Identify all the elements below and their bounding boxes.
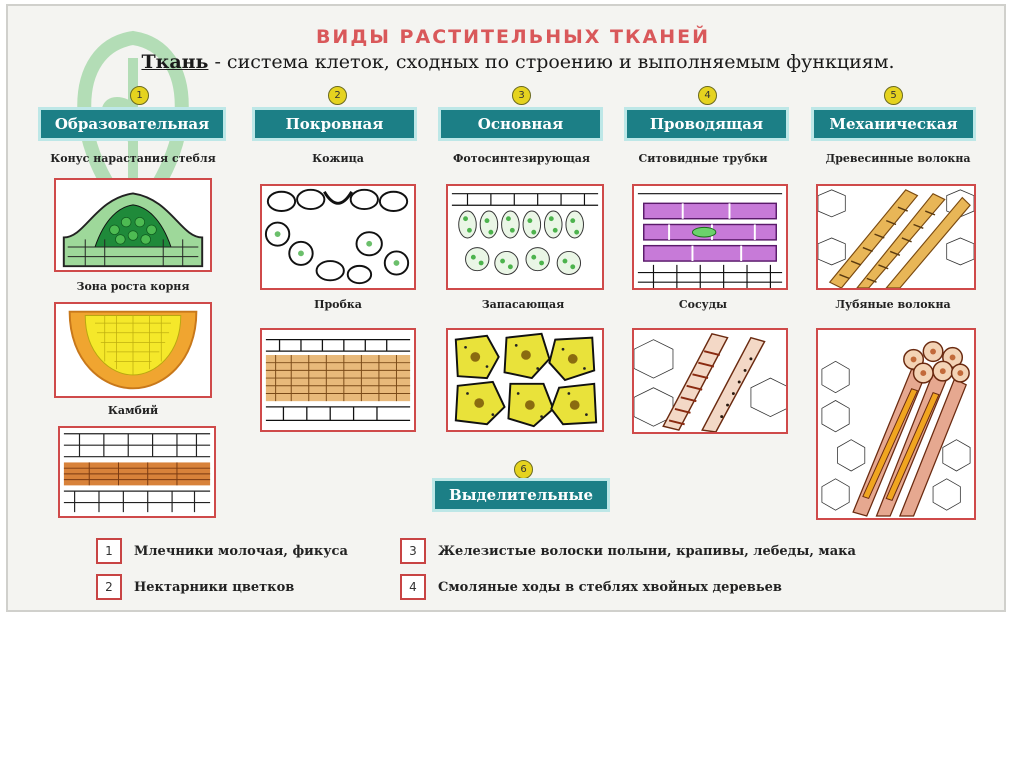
- category-number-badge: 2: [328, 86, 347, 105]
- definition-text: - система клеток, сходных по строению и …: [208, 51, 894, 73]
- cork-illustration: [260, 328, 416, 432]
- category-covering: Покровная: [252, 107, 417, 141]
- category-conducting: Проводящая: [624, 107, 789, 141]
- category-number-badge: 5: [884, 86, 903, 105]
- label-stem-cone: Конус нарастания стебля: [28, 152, 238, 165]
- label-wood-fibers: Древесинные волокна: [798, 152, 998, 165]
- bast-fibers-illustration: [816, 328, 976, 520]
- label-storage: Запасающая: [448, 298, 598, 311]
- excretory-item-text: Железистые волоски полыни, крапивы, лебе…: [438, 544, 856, 559]
- label-cork: Пробка: [278, 298, 398, 311]
- epidermis-illustration: [260, 184, 416, 290]
- category-number-badge: 1: [130, 86, 149, 105]
- vessels-illustration: [632, 328, 788, 434]
- label-bast-fibers: Лубяные волокна: [808, 298, 978, 311]
- storage-illustration: [446, 328, 604, 432]
- category-mechanical: Механическая: [811, 107, 976, 141]
- label-sieve-tubes: Ситовидные трубки: [618, 152, 788, 165]
- poster: ВИДЫ РАСТИТЕЛЬНЫХ ТКАНЕЙ Ткань - система…: [6, 4, 1006, 612]
- stem-cone-illustration: [54, 178, 212, 272]
- cambium-illustration: [58, 426, 216, 518]
- excretory-item-number: 4: [400, 574, 426, 600]
- definition: Ткань - система клеток, сходных по строе…: [8, 51, 1024, 73]
- excretory-item-text: Млечники молочая, фикуса: [134, 544, 348, 559]
- category-excretory: Выделительные: [432, 478, 610, 512]
- excretory-item-text: Нектарники цветков: [134, 580, 294, 595]
- excretory-item-text: Смоляные ходы в стеблях хвойных деревьев: [438, 580, 782, 595]
- category-number-badge: 6: [514, 460, 533, 479]
- label-photosynthetic: Фотосинтезирующая: [434, 152, 609, 165]
- excretory-item-number: 2: [96, 574, 122, 600]
- category-number-badge: 3: [512, 86, 531, 105]
- wood-fibers-illustration: [816, 184, 976, 290]
- label-vessels: Сосуды: [648, 298, 758, 311]
- excretory-item-number: 1: [96, 538, 122, 564]
- category-basic: Основная: [438, 107, 603, 141]
- category-educational: Образовательная: [38, 107, 226, 141]
- label-epidermis: Кожица: [278, 152, 398, 165]
- excretory-item-number: 3: [400, 538, 426, 564]
- root-growth-illustration: [54, 302, 212, 398]
- sieve-tubes-illustration: [632, 184, 788, 290]
- definition-term: Ткань: [141, 51, 208, 73]
- category-number-badge: 4: [698, 86, 717, 105]
- label-root-growth-zone: Зона роста корня: [48, 280, 218, 293]
- poster-title: ВИДЫ РАСТИТЕЛЬНЫХ ТКАНЕЙ: [8, 26, 1018, 48]
- label-cambium: Камбий: [88, 404, 178, 417]
- photosynthetic-illustration: [446, 184, 604, 290]
